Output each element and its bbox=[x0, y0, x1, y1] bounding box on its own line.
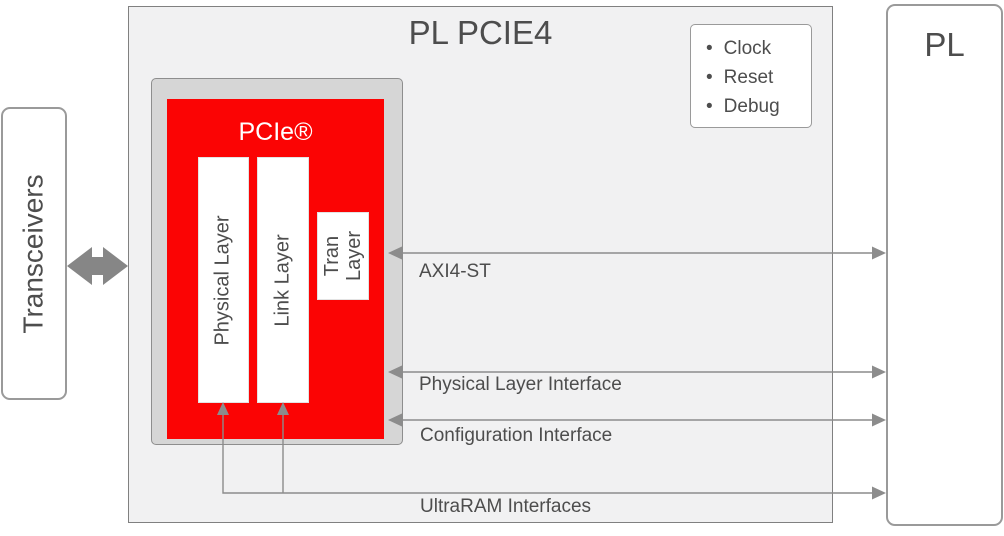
axi4-st-label: AXI4-ST bbox=[419, 261, 491, 282]
axi4-st-right-arrowhead bbox=[872, 246, 886, 260]
ultraram-right-arrowhead bbox=[872, 486, 886, 500]
control-signal-clock: Clock bbox=[706, 34, 811, 63]
tran-layer-block: Tran Layer bbox=[317, 212, 369, 300]
pcie-core-title: PCIe® bbox=[238, 118, 313, 146]
pl-block-label: PL bbox=[924, 26, 965, 63]
pl-block: PL bbox=[886, 4, 1003, 526]
pli-right-arrowhead bbox=[872, 365, 886, 379]
transceivers-block: Transceivers bbox=[1, 107, 67, 400]
physical-layer-interface-label: Physical Layer Interface bbox=[419, 374, 622, 395]
pl-pcie4-title: PL PCIE4 bbox=[408, 14, 553, 51]
transceivers-label: Transceivers bbox=[18, 173, 50, 334]
control-signal-debug: Debug bbox=[706, 92, 811, 121]
physical-layer-block: Physical Layer bbox=[198, 157, 249, 403]
tran-layer-label: Tran Layer bbox=[321, 230, 365, 282]
link-layer-label: Link Layer bbox=[271, 233, 294, 327]
control-signals-list: Clock Reset Debug bbox=[691, 34, 811, 121]
control-signal-reset: Reset bbox=[706, 63, 811, 92]
control-signals-box: Clock Reset Debug bbox=[690, 24, 812, 128]
ultraram-interfaces-label: UltraRAM Interfaces bbox=[420, 496, 592, 517]
config-right-arrowhead bbox=[872, 413, 886, 427]
configuration-interface-label: Configuration Interface bbox=[420, 425, 613, 446]
physical-layer-label: Physical Layer bbox=[212, 214, 234, 346]
link-layer-block: Link Layer bbox=[257, 157, 309, 403]
transceiver-double-arrow bbox=[67, 247, 128, 285]
